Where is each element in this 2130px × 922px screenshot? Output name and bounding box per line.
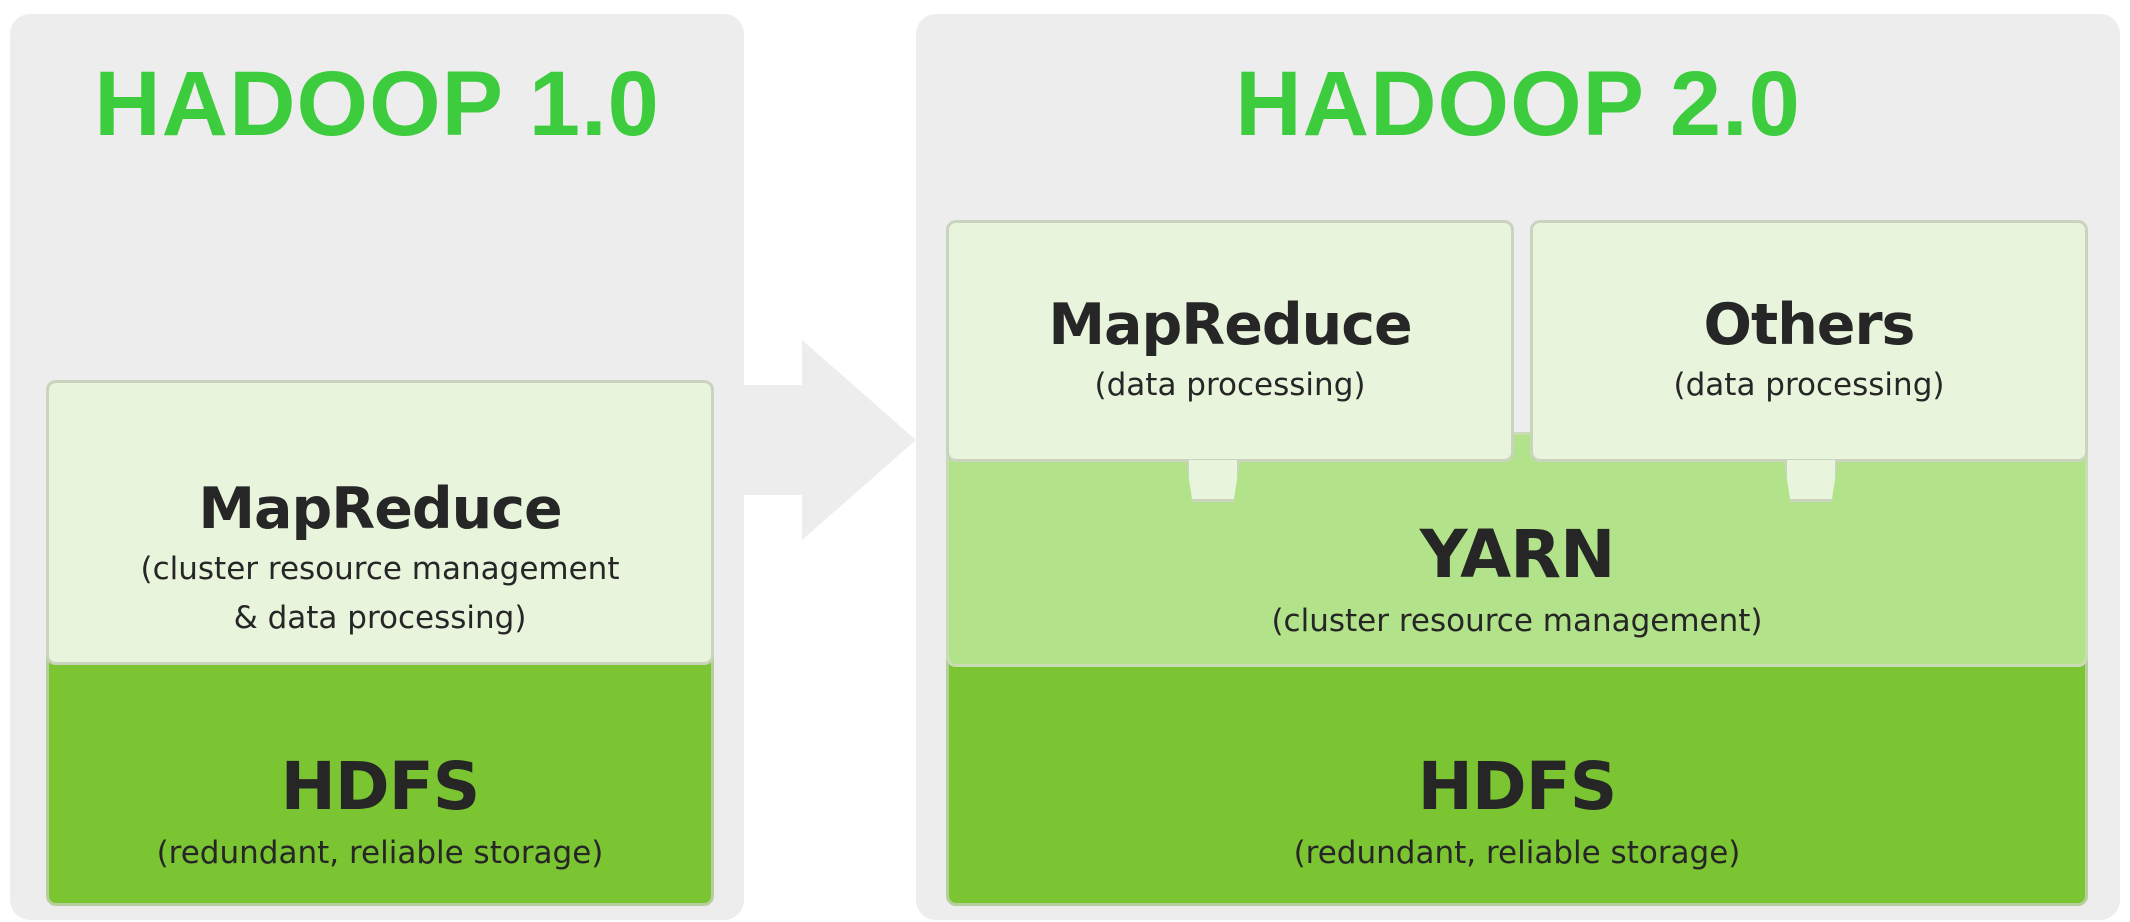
hdfs-subtitle: (redundant, reliable storage) xyxy=(1293,835,1741,871)
hadoop-2-panel: HADOOP 2.0 HDFS (redundant, reliable sto… xyxy=(916,14,2120,920)
hadoop-2-yarn-layer: YARN (cluster resource management) xyxy=(946,432,2088,667)
mapreduce-subtitle: (data processing) xyxy=(1094,367,1366,403)
yarn-subtitle: (cluster resource management) xyxy=(1271,603,1763,639)
hdfs-subtitle: (redundant, reliable storage) xyxy=(156,835,604,871)
others-subtitle: (data processing) xyxy=(1673,367,1945,403)
hadoop-2-mapreduce-block: MapReduce (data processing) xyxy=(946,220,1514,462)
mapreduce-connector-tab xyxy=(1186,460,1240,502)
hadoop-1-panel: HADOOP 1.0 HDFS (redundant, reliable sto… xyxy=(10,14,744,920)
hadoop-1-mapreduce-layer: MapReduce (cluster resource management &… xyxy=(46,380,714,665)
hdfs-title: HDFS xyxy=(280,748,481,825)
mapreduce-title: MapReduce xyxy=(1048,292,1412,358)
mapreduce-subtitle-line1: (cluster resource management xyxy=(140,551,620,587)
hadoop-2-others-block: Others (data processing) xyxy=(1530,220,2088,462)
others-title: Others xyxy=(1703,292,1916,358)
hadoop-2-hdfs-layer: HDFS (redundant, reliable storage) xyxy=(946,644,2088,906)
transition-arrow-icon xyxy=(744,340,916,540)
hadoop-1-title: HADOOP 1.0 xyxy=(94,53,660,155)
hdfs-title: HDFS xyxy=(1417,748,1618,825)
hadoop-2-title: HADOOP 2.0 xyxy=(1235,53,1801,155)
others-connector-tab xyxy=(1784,460,1838,502)
mapreduce-subtitle-line2: & data processing) xyxy=(233,600,527,636)
mapreduce-title: MapReduce xyxy=(198,476,562,542)
hadoop-1-hdfs-layer: HDFS (redundant, reliable storage) xyxy=(46,644,714,906)
yarn-title: YARN xyxy=(1419,516,1616,593)
